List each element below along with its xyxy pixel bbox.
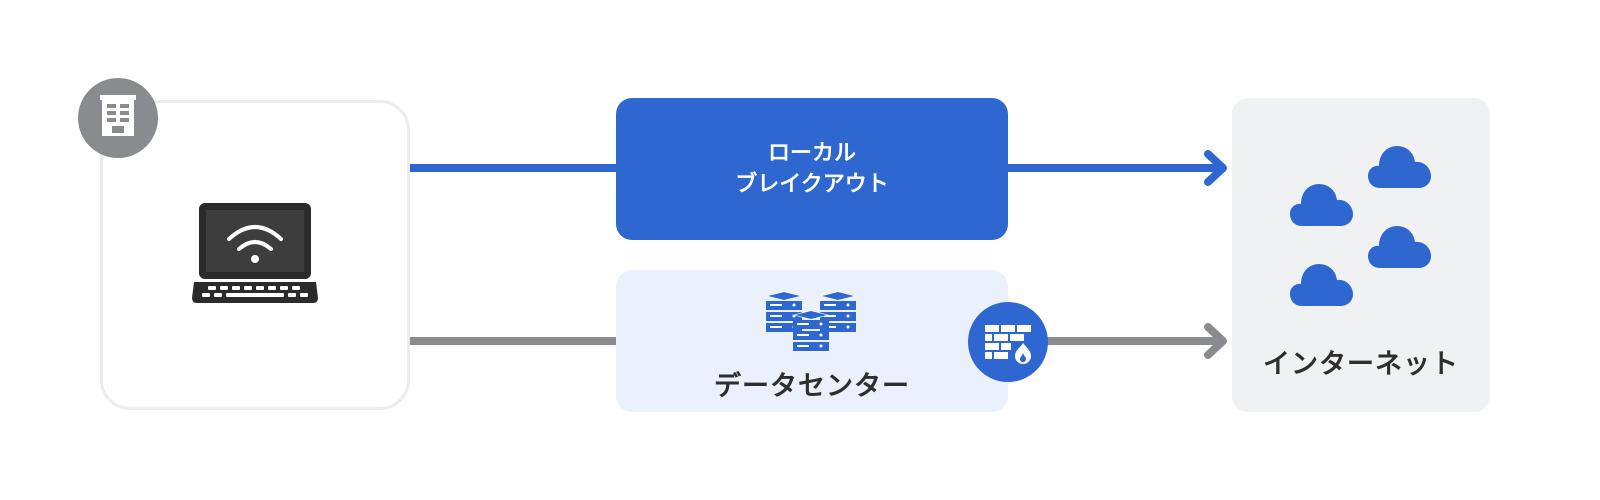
building-icon bbox=[100, 95, 136, 136]
firewall-icon bbox=[985, 325, 1031, 364]
building-badge bbox=[78, 78, 158, 158]
local-breakout-box: ローカル ブレイクアウト bbox=[616, 98, 1008, 240]
server-stack-icon bbox=[762, 288, 862, 364]
cloud-icon bbox=[1368, 146, 1431, 188]
cloud-icon bbox=[1368, 226, 1431, 268]
breakout-label-line1: ローカル bbox=[767, 141, 856, 166]
cloud-icon bbox=[1290, 264, 1353, 306]
breakout-label-line2: ブレイクアウト bbox=[735, 172, 889, 197]
internet-box bbox=[1232, 98, 1490, 412]
cloud-icon bbox=[1290, 184, 1353, 226]
breakout-arrowhead bbox=[1204, 150, 1227, 186]
firewall-badge bbox=[968, 302, 1048, 382]
datacenter-arrowhead bbox=[1204, 323, 1227, 359]
laptop-wifi-icon bbox=[190, 198, 320, 312]
datacenter-label: データセンター bbox=[714, 371, 910, 402]
office-box bbox=[100, 100, 410, 410]
internet-label: インターネット bbox=[1263, 349, 1459, 380]
datacenter-box bbox=[616, 270, 1008, 412]
